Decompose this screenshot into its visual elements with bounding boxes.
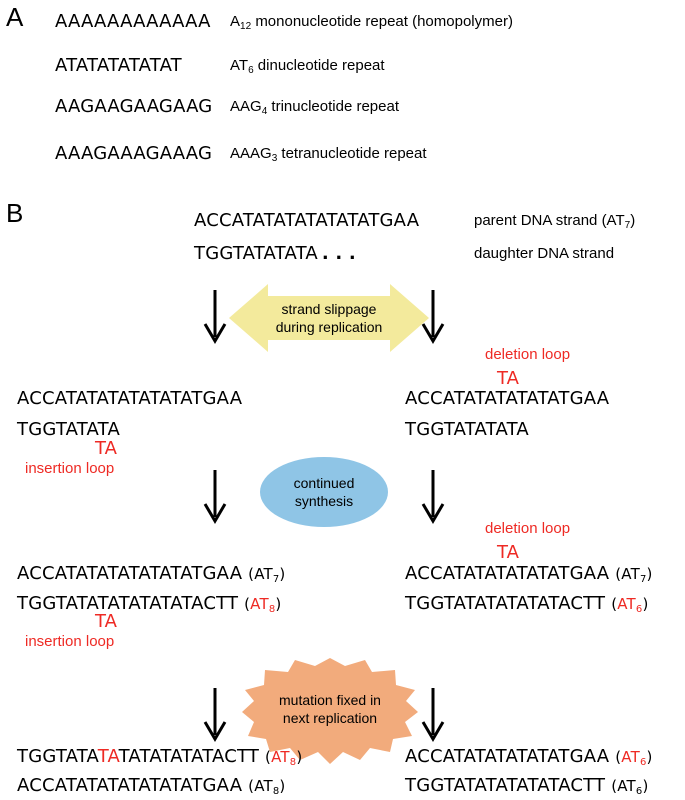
stage2-left-bottom-seq: TGGTATATATATATATACTT (AT8) [17,593,282,615]
double-arrow-shape [229,284,429,352]
stage3-right-top-tag: (AT6) [615,748,653,768]
daughter-strand-label: daughter DNA strand [474,245,615,262]
stage3-right-bottom-tag: (AT6) [611,777,649,797]
stage2-left-ta: TA [95,611,117,632]
down-arrow-right-1 [421,290,445,344]
mutation-fixed-label: mutation fixed in next replication [279,692,381,726]
stage3-right-top-seq: ACCATATATATATATGAA (AT6) [405,746,653,768]
panel-a-seq-2: ATATATATATAT [55,55,182,76]
parent-strand-label: parent DNA strand (AT7) [474,212,636,231]
starburst-shape [242,658,418,764]
stage1-deletion-loop-label: deletion loop [485,346,571,363]
panel-a-label: A [6,2,24,32]
panel-a-desc-2: AT6 dinucleotide repeat [230,57,385,76]
ellipsis: . . . [321,243,356,264]
stage3-right-bottom-seq: TGGTATATATATATACTT (AT6) [405,775,649,797]
strand-slippage-label: strand slippage during replication [275,301,383,335]
stage2-left-bottom-tag: (AT8) [244,595,282,615]
stage1-left-bottom-seq: TGGTATATA [17,419,120,440]
stage2-right-ta: TA [497,542,519,563]
parent-strand-seq: ACCATATATATATATATGAA [194,210,420,231]
panel-a-desc-4: AAAG3 tetranucleotide repeat [230,145,427,164]
stage3-left-top-seq: TGGTATATATATATATATACTT (AT8) [17,746,303,768]
stage1-right-bottom-seq: TGGTATATATA [405,419,529,440]
panel-b-label: B [6,198,24,228]
stage3-left-bottom-seq: ACCATATATATATATATGAA (AT8) [17,775,286,797]
stage3-left-top-tag: (AT8) [265,748,303,768]
panel-a-seq-1: AAAAAAAAAAAA [55,11,211,32]
panel-a-seq-4: AAAGAAAGAAAG [55,143,213,164]
down-arrow-right-3 [421,688,445,742]
stage3-inserted-ta: TA [97,746,119,767]
ellipse-shape [260,457,388,527]
down-arrow-left-3 [203,688,227,742]
stage2-left-top-seq: ACCATATATATATATATGAA (AT7) [17,563,286,585]
stage3-left-bottom-tag: (AT8) [248,777,286,797]
stage1-right-ta: TA [497,368,519,389]
stage2-deletion-loop-label: deletion loop [485,520,571,537]
daughter-strand-seq: TGGTATATATA. . . [194,243,356,264]
down-arrow-left-1 [203,290,227,344]
stage2-right-bottom-seq: TGGTATATATATATACTT (AT6) [405,593,649,615]
stage1-left-ta: TA [95,438,117,459]
stage1-right-top-seq: ACCATATATATATATGAA [405,388,610,409]
stage2-right-top-seq: ACCATATATATATATGAA (AT7) [405,563,653,585]
stage1-left-top-seq: ACCATATATATATATATGAA [17,388,243,409]
stage2-right-top-tag: (AT7) [615,565,653,585]
down-arrow-left-2 [203,470,227,524]
stage2-right-bottom-tag: (AT6) [611,595,649,615]
panel-a-desc-1: A12 mononucleotide repeat (homopolymer) [230,13,513,32]
continued-synthesis-label: continued synthesis [293,475,355,509]
stage1-insertion-loop-label: insertion loop [25,460,115,477]
panel-a-desc-3: AAG4 trinucleotide repeat [230,98,400,117]
down-arrow-right-2 [421,470,445,524]
panel-a-seq-3: AAGAAGAAGAAG [55,96,213,117]
stage2-insertion-loop-label: insertion loop [25,633,115,650]
stage2-left-top-tag: (AT7) [248,565,286,585]
